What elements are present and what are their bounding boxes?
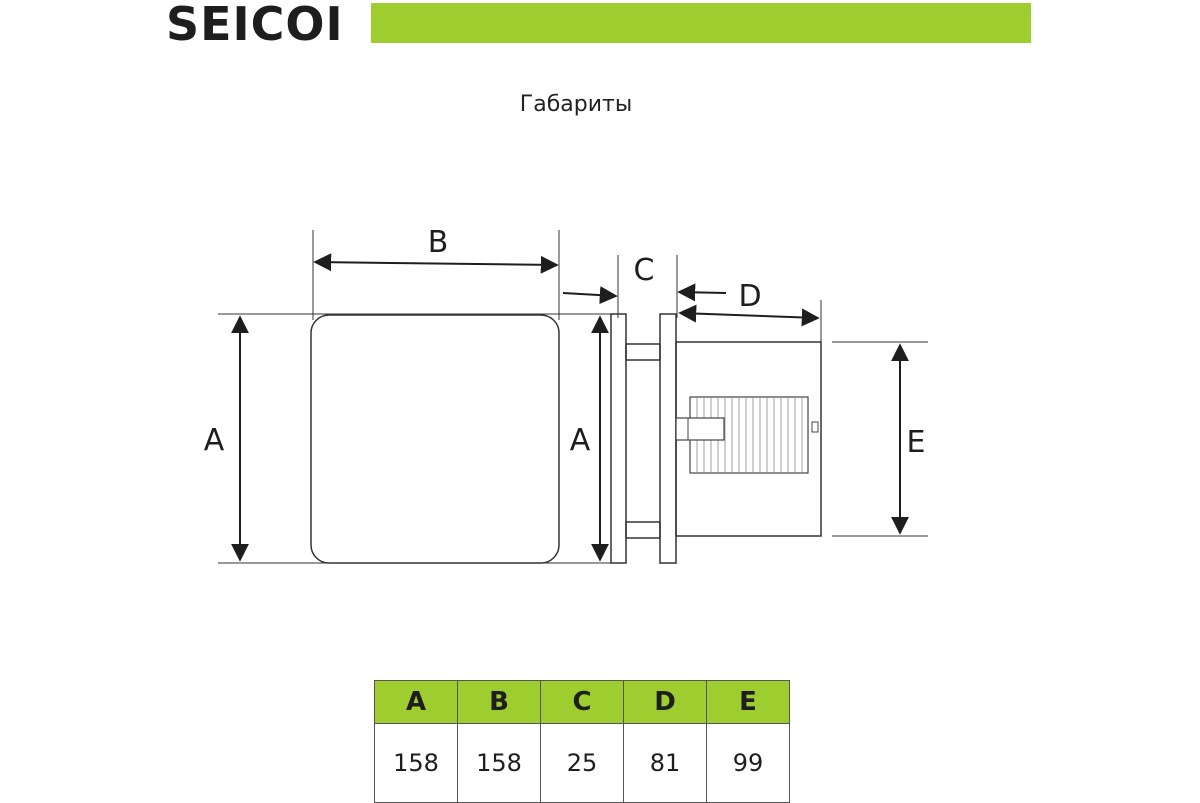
dim-arrow-c-right xyxy=(677,283,727,302)
dim-label-a-left: A xyxy=(204,423,225,458)
terminal-block xyxy=(675,396,819,474)
table-row: 158 158 25 81 99 xyxy=(374,723,790,803)
dim-label-d: D xyxy=(738,279,761,314)
dim-label-e: E xyxy=(907,425,926,460)
dim-label-b: B xyxy=(428,225,449,260)
table-cell: 99 xyxy=(706,723,790,803)
dim-arrow-b xyxy=(313,253,559,274)
table-header-cell: D xyxy=(623,680,707,724)
dim-arrow-c-left xyxy=(562,286,618,305)
table-header-cell: A xyxy=(374,680,458,724)
spacer-bottom xyxy=(625,521,661,539)
page-title: Габариты xyxy=(519,92,633,117)
front-panel xyxy=(310,314,560,564)
table-cell: 158 xyxy=(374,723,458,803)
mount-flange xyxy=(659,313,677,564)
dimensions-table: A B C D E 158 158 25 81 99 xyxy=(374,680,790,803)
side-plate xyxy=(610,313,627,564)
table-cell: 81 xyxy=(623,723,707,803)
brand-logo-text: SEICOI xyxy=(166,0,344,51)
dimension-drawing: B A A C D xyxy=(204,225,928,564)
dim-arrow-d xyxy=(678,304,820,327)
table-header-cell: C xyxy=(540,680,624,724)
table-header-cell: B xyxy=(457,680,541,724)
spacer-top xyxy=(625,343,661,361)
table-cell: 25 xyxy=(540,723,624,803)
brand-accent-bar xyxy=(371,3,1031,43)
table-header-cell: E xyxy=(706,680,790,724)
table-header-row: A B C D E xyxy=(374,680,790,724)
table-cell: 158 xyxy=(457,723,541,803)
dim-label-c: C xyxy=(634,253,655,288)
dim-label-a-right: A xyxy=(570,423,591,458)
